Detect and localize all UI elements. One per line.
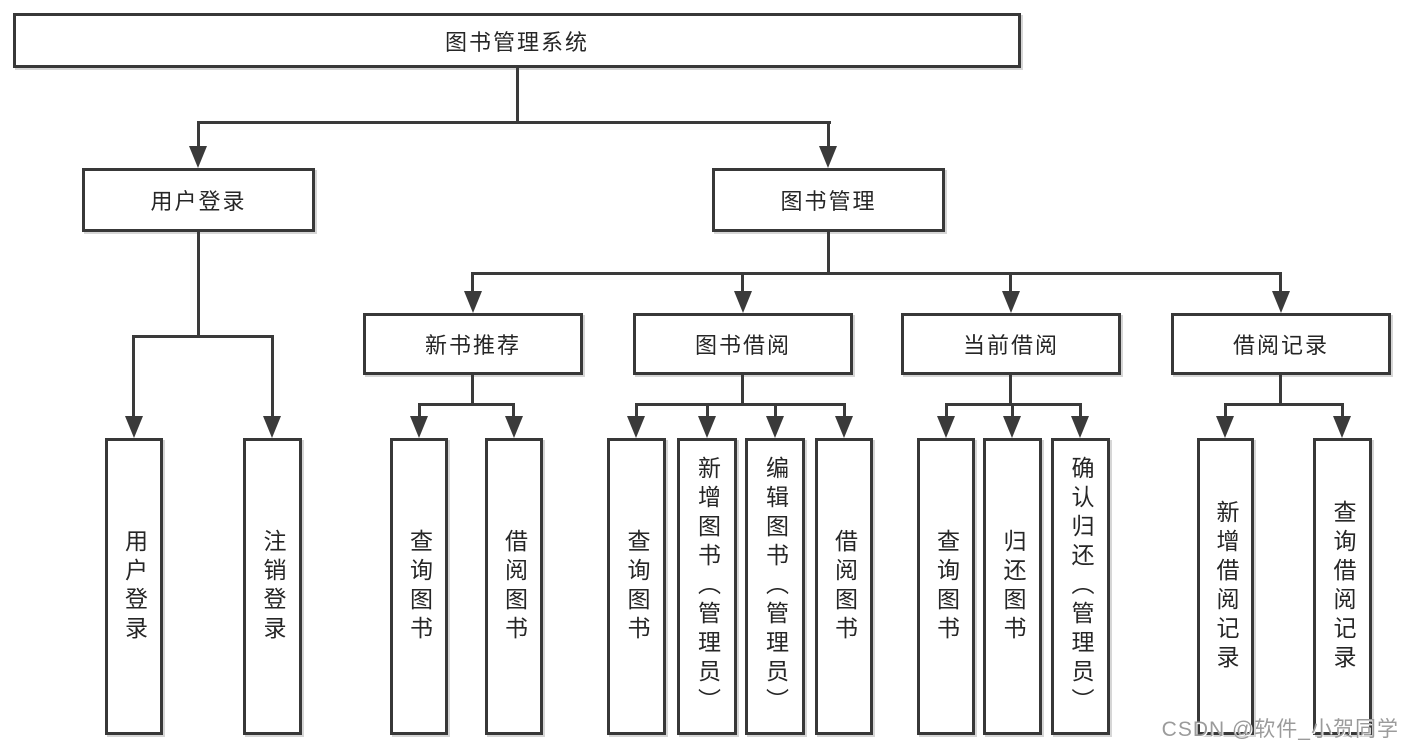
connector-leaf-login-drop [132,335,135,418]
leaf-cb-confirm-return: 确认归还（管理员） [1051,438,1110,735]
node-new-book: 新书推荐 [363,313,583,375]
node-book-borrow: 图书借阅 [633,313,853,375]
arrowhead-cb-return [1003,416,1021,438]
arrowhead-cb-query [937,416,955,438]
leaf-br-add-record-label: 新增借阅记录 [1213,499,1239,674]
node-current-borrow-label: 当前借阅 [962,333,1059,358]
connector-cb-query-drop [945,403,948,417]
connector-cb-return-drop [1011,403,1014,417]
connector-book-mgmt-drop [827,121,830,149]
connector-new-book-stem [471,375,474,406]
leaf-cb-query-book-label: 查询图书 [933,528,960,645]
arrowhead-nb-borrow [505,416,523,438]
connector-current-borrow-drop [1009,272,1012,293]
leaf-bb-add-book: 新增图书（管理员） [677,438,737,735]
leaf-bb-edit-book: 编辑图书（管理员） [745,438,805,735]
connector-borrow-record-rail [1224,403,1343,406]
connector-user-login-drop [197,121,200,149]
connector-user-login-rail [132,335,273,338]
arrowhead-leaf-logout [263,416,281,438]
arrowhead-bb-borrow [835,416,853,438]
arrowhead-borrow-record [1272,291,1290,313]
arrowhead-leaf-login [125,416,143,438]
node-book-mgmt-label: 图书管理 [780,189,877,214]
leaf-cb-query-book: 查询图书 [917,438,975,735]
leaf-bb-borrow-book-label: 借阅图书 [831,528,858,645]
node-root: 图书管理系统 [13,13,1021,68]
arrowhead-br-add [1216,416,1234,438]
leaf-cb-return-book: 归还图书 [983,438,1042,735]
connector-new-book-drop [471,272,474,293]
node-new-book-label: 新书推荐 [424,333,521,358]
connector-br-add-drop [1224,403,1227,417]
leaf-br-add-record: 新增借阅记录 [1197,438,1254,735]
node-current-borrow: 当前借阅 [901,313,1121,375]
leaf-br-query-record-label: 查询借阅记录 [1330,499,1356,674]
watermark: CSDN @软件_小贺同学 [1161,718,1399,741]
leaf-bb-add-book-label: 新增图书（管理员） [694,456,721,717]
connector-nb-borrow-drop [512,403,515,417]
arrowhead-cb-confirm [1071,416,1089,438]
node-borrow-record: 借阅记录 [1171,313,1391,375]
leaf-logout-label: 注销登录 [260,528,286,645]
leaf-bb-edit-book-label: 编辑图书（管理员） [762,456,789,717]
connector-leaf-logout-drop [271,335,274,418]
connector-book-borrow-drop [741,272,744,293]
leaf-br-query-record: 查询借阅记录 [1313,438,1372,735]
node-borrow-record-label: 借阅记录 [1232,333,1329,358]
leaf-cb-return-book-label: 归还图书 [1000,528,1026,645]
arrowhead-nb-query [410,416,428,438]
connector-book-mgmt-stem [827,232,830,275]
leaf-user-login: 用户登录 [105,438,163,735]
leaf-nb-borrow-book-label: 借阅图书 [501,528,528,645]
leaf-bb-query-book-label: 查询图书 [624,528,650,645]
arrowhead-bb-add [698,416,716,438]
node-book-mgmt: 图书管理 [712,168,945,232]
leaf-logout: 注销登录 [243,438,302,735]
connector-user-login-stem [197,232,200,338]
connector-new-book-rail [418,403,514,406]
leaf-bb-query-book: 查询图书 [607,438,666,735]
arrowhead-current-borrow [1002,291,1020,313]
arrowhead-new-book [464,291,482,313]
connector-bb-query-drop [635,403,638,417]
arrowhead-br-query [1333,416,1351,438]
connector-br-query-drop [1341,403,1344,417]
connector-bb-add-drop [706,403,709,417]
connector-bb-edit-drop [774,403,777,417]
node-root-label: 图书管理系统 [444,29,589,55]
connector-cb-confirm-drop [1079,403,1082,417]
connector-bb-borrow-drop [843,403,846,417]
connector-level2-rail [197,121,831,124]
leaf-nb-query-book: 查询图书 [390,438,448,735]
connector-level3-rail [472,272,1282,275]
arrowhead-bb-query [627,416,645,438]
connector-book-borrow-rail [635,403,844,406]
connector-borrow-record-stem [1279,375,1282,406]
arrowhead-book-borrow [734,291,752,313]
leaf-nb-borrow-book: 借阅图书 [485,438,543,735]
connector-root-stem [516,68,519,124]
connector-borrow-record-drop [1279,272,1282,293]
node-user-login-label: 用户登录 [150,189,247,214]
arrowhead-user-login [189,146,207,168]
node-book-borrow-label: 图书借阅 [694,333,791,358]
leaf-bb-borrow-book: 借阅图书 [815,438,873,735]
arrowhead-bb-edit [766,416,784,438]
node-user-login: 用户登录 [82,168,315,232]
arrowhead-book-mgmt [819,146,837,168]
leaf-cb-confirm-return-label: 确认归还（管理员） [1068,456,1094,717]
connector-book-borrow-stem [741,375,744,406]
leaf-user-login-label: 用户登录 [121,528,148,645]
leaf-nb-query-book-label: 查询图书 [406,528,433,645]
connector-nb-query-drop [418,403,421,417]
connector-current-borrow-stem [1009,375,1012,406]
